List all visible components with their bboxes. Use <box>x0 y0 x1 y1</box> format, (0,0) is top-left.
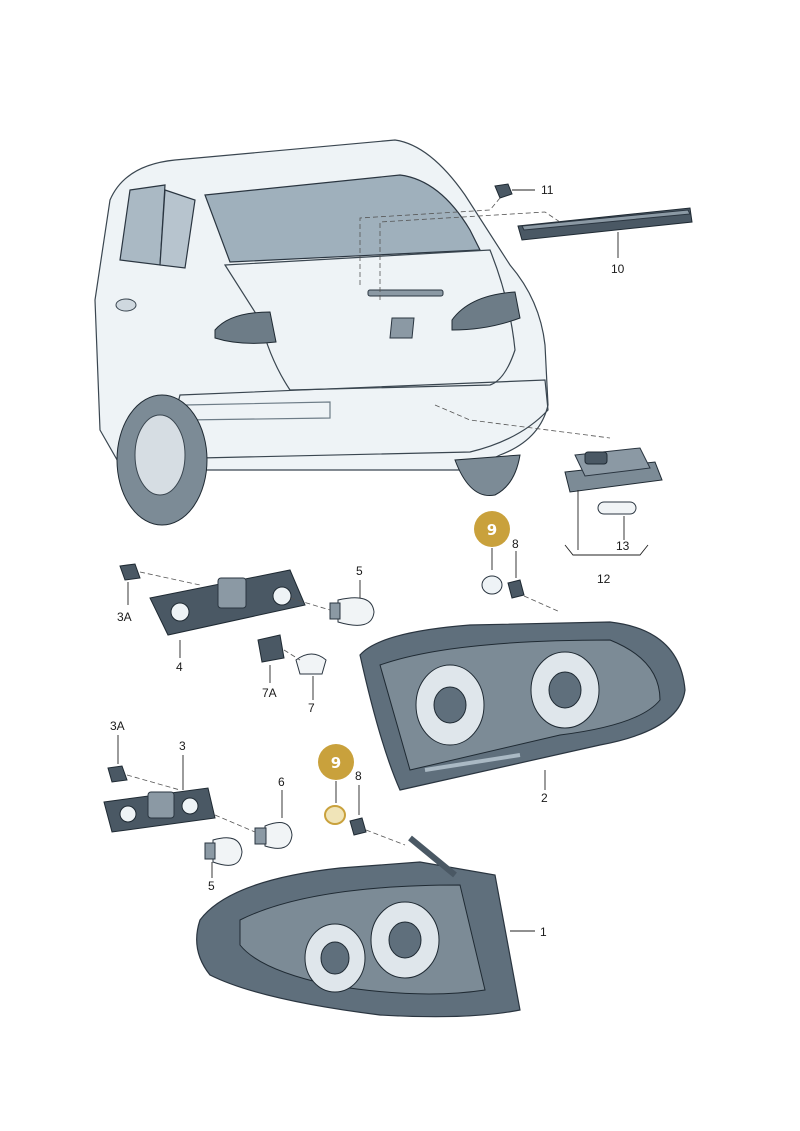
car-rear-illustration <box>94 139 549 526</box>
label-7a: 7A <box>262 686 277 700</box>
label-5-top: 5 <box>356 564 363 578</box>
label-13: 13 <box>616 539 630 553</box>
label-8-bottom: 8 <box>355 769 362 783</box>
bulb-part-5-bottom <box>204 837 243 866</box>
svg-text:9: 9 <box>331 754 341 772</box>
label-8-top: 8 <box>512 537 519 551</box>
label-7: 7 <box>308 701 315 715</box>
screw-part-3a-bottom <box>107 765 128 783</box>
label-4: 4 <box>176 660 183 674</box>
tail-light-part-1 <box>196 835 521 1018</box>
label-3: 3 <box>179 739 186 753</box>
bulb-part-5-top <box>329 597 375 626</box>
bulb-carrier-part-4 <box>149 569 306 636</box>
label-6: 6 <box>278 775 285 789</box>
bulb-carrier-part-3 <box>103 787 216 833</box>
label-12: 12 <box>597 572 611 586</box>
label-5-bottom: 5 <box>208 879 215 893</box>
label-10: 10 <box>611 262 625 276</box>
label-2: 2 <box>541 791 548 805</box>
socket-part-7a <box>257 634 285 663</box>
third-brake-light-part <box>517 207 693 241</box>
nut-part-11 <box>494 183 513 199</box>
screw-part-3a-top <box>119 563 141 581</box>
highlight-badge-9-top: 9 <box>474 511 510 547</box>
nut-part-8-top <box>507 579 525 599</box>
festoon-bulb-part <box>597 501 637 515</box>
nut-part-8-bottom <box>349 817 367 836</box>
tail-light-part-2 <box>359 621 686 791</box>
bulb-part-7 <box>295 653 327 675</box>
label-1: 1 <box>540 925 547 939</box>
ring-part-9-top <box>481 575 503 595</box>
label-3a-bottom: 3A <box>110 719 125 733</box>
ring-part-9-bottom <box>324 805 346 825</box>
highlight-badge-9-bottom: 9 <box>318 744 354 780</box>
label-11: 11 <box>541 183 554 197</box>
label-3a-top: 3A <box>117 610 132 624</box>
svg-text:9: 9 <box>487 521 497 539</box>
bulb-part-6 <box>254 822 293 849</box>
license-plate-light-part <box>564 447 663 493</box>
